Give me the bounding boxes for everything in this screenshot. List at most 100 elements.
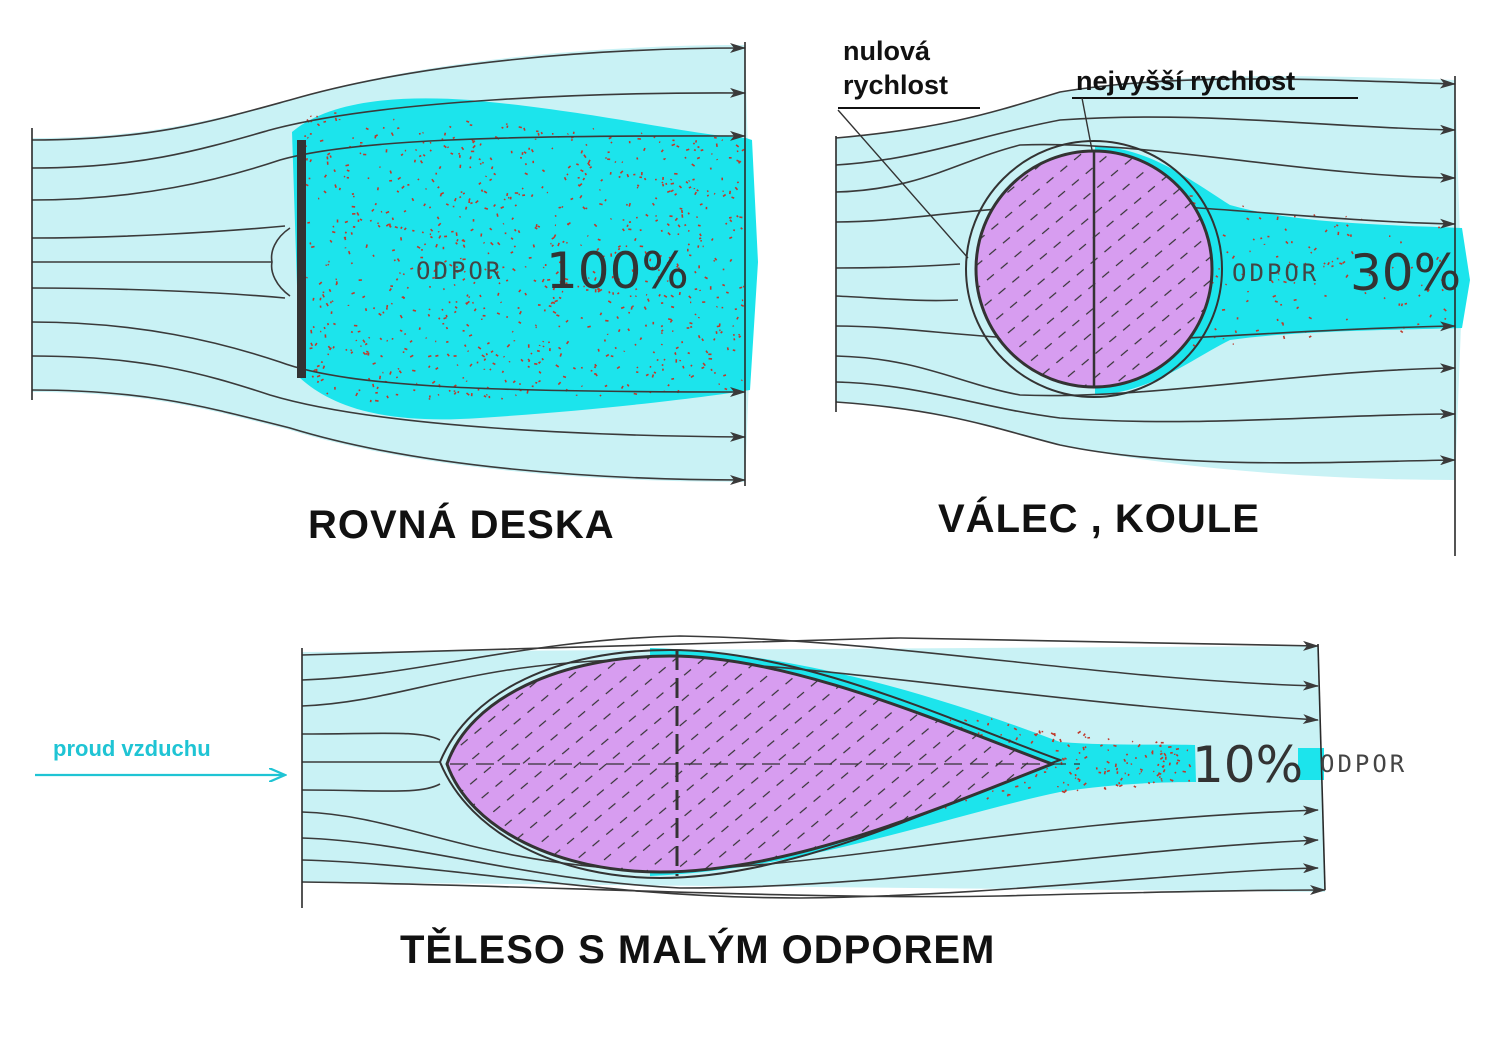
turbulence-dot bbox=[1123, 758, 1127, 763]
turbulence-dot bbox=[375, 391, 378, 394]
turbulence-dot bbox=[410, 267, 414, 270]
turbulence-dot bbox=[692, 178, 695, 181]
turbulence-dot bbox=[643, 177, 647, 181]
turbulence-dot bbox=[1284, 228, 1288, 232]
turbulence-dot bbox=[510, 150, 513, 154]
turbulence-dot bbox=[403, 209, 407, 213]
turbulence-dot bbox=[483, 190, 488, 194]
turbulence-dot bbox=[537, 361, 541, 365]
turbulence-dot bbox=[379, 166, 381, 168]
turbulence-dot bbox=[720, 330, 723, 334]
turbulence-dot bbox=[1350, 251, 1354, 255]
turbulence-dot bbox=[663, 294, 668, 298]
turbulence-dot bbox=[365, 127, 369, 131]
turbulence-dot bbox=[461, 239, 466, 243]
turbulence-dot bbox=[653, 371, 657, 374]
turbulence-dot bbox=[501, 370, 505, 374]
turbulence-dot bbox=[466, 300, 470, 305]
turbulence-dot bbox=[334, 117, 338, 122]
turbulence-dot bbox=[443, 144, 447, 149]
turbulence-dot bbox=[738, 160, 742, 164]
turbulence-dot bbox=[617, 329, 621, 333]
turbulence-dot bbox=[443, 316, 447, 320]
drag-percent: 30% bbox=[1350, 244, 1461, 302]
turbulence-dot bbox=[388, 288, 392, 292]
turbulence-dot bbox=[1188, 779, 1191, 782]
turbulence-dot bbox=[552, 296, 555, 300]
turbulence-dot bbox=[1062, 781, 1065, 784]
turbulence-dot bbox=[390, 302, 393, 305]
turbulence-dot bbox=[1173, 753, 1176, 756]
turbulence-dot bbox=[466, 392, 470, 396]
turbulence-dot bbox=[357, 219, 360, 222]
turbulence-dot bbox=[600, 178, 604, 182]
turbulence-dot bbox=[634, 295, 637, 298]
turbulence-dot bbox=[394, 225, 398, 229]
turbulence-dot bbox=[1015, 785, 1019, 788]
drag-percent: 10% bbox=[1192, 736, 1303, 794]
turbulence-dot bbox=[1001, 790, 1005, 792]
turbulence-dot bbox=[734, 186, 739, 191]
turbulence-dot bbox=[537, 225, 541, 228]
turbulence-dot bbox=[616, 316, 619, 320]
turbulence-dot bbox=[372, 254, 375, 257]
turbulence-dot bbox=[334, 386, 336, 390]
turbulence-dot bbox=[386, 304, 389, 308]
turbulence-dot bbox=[736, 159, 741, 163]
turbulence-dot bbox=[473, 281, 476, 285]
turbulence-dot bbox=[694, 313, 697, 316]
turbulence-dot bbox=[640, 171, 643, 176]
turbulence-dot bbox=[559, 353, 563, 357]
turbulence-dot bbox=[309, 347, 313, 350]
turbulence-dot bbox=[322, 291, 325, 294]
turbulence-dot bbox=[514, 204, 517, 207]
turbulence-dot bbox=[427, 313, 431, 317]
turbulence-dot bbox=[323, 174, 327, 178]
turbulence-dot bbox=[485, 353, 488, 356]
turbulence-dot bbox=[722, 193, 727, 198]
turbulence-dot bbox=[561, 290, 564, 293]
turbulence-dot bbox=[489, 157, 493, 161]
turbulence-dot bbox=[312, 297, 315, 301]
turbulence-dot bbox=[669, 215, 673, 218]
turbulence-dot bbox=[686, 248, 689, 252]
turbulence-dot bbox=[711, 153, 713, 155]
turbulence-dot bbox=[367, 177, 370, 180]
turbulence-dot bbox=[1398, 303, 1401, 306]
turbulence-dot bbox=[651, 374, 655, 378]
turbulence-dot bbox=[599, 203, 603, 206]
turbulence-dot bbox=[635, 216, 638, 219]
turbulence-dot bbox=[338, 187, 341, 191]
turbulence-dot bbox=[1441, 288, 1444, 292]
turbulence-dot bbox=[583, 154, 587, 159]
turbulence-dot bbox=[1324, 294, 1327, 297]
turbulence-dot bbox=[1308, 246, 1311, 249]
turbulence-dot bbox=[713, 259, 716, 262]
turbulence-dot bbox=[1276, 318, 1279, 322]
turbulence-dot bbox=[428, 398, 431, 400]
turbulence-dot bbox=[403, 227, 407, 231]
odpor-label: ODPOR bbox=[1232, 259, 1319, 287]
turbulence-dot bbox=[584, 254, 589, 258]
turbulence-dot bbox=[438, 165, 442, 170]
turbulence-dot bbox=[1137, 743, 1141, 748]
turbulence-dot bbox=[433, 268, 437, 273]
turbulence-dot bbox=[305, 158, 308, 161]
turbulence-dot bbox=[660, 229, 663, 232]
boundary-ring bbox=[965, 140, 1223, 398]
turbulence-dot bbox=[506, 192, 509, 197]
turbulence-dot bbox=[462, 258, 466, 261]
turbulence-dot bbox=[675, 346, 679, 350]
turbulence-dot bbox=[475, 200, 479, 204]
turbulence-dot bbox=[1337, 231, 1340, 236]
turbulence-dot bbox=[538, 379, 541, 383]
turbulence-dot bbox=[689, 322, 693, 325]
turbulence-dot bbox=[1023, 781, 1026, 784]
turbulence-dot bbox=[674, 217, 678, 222]
turbulence-dot bbox=[551, 236, 555, 240]
turbulence-dot bbox=[448, 263, 453, 267]
turbulence-dot bbox=[702, 362, 706, 367]
turbulence-dot bbox=[1061, 757, 1065, 761]
turbulence-dot bbox=[660, 302, 664, 304]
turbulence-dot bbox=[461, 146, 465, 151]
